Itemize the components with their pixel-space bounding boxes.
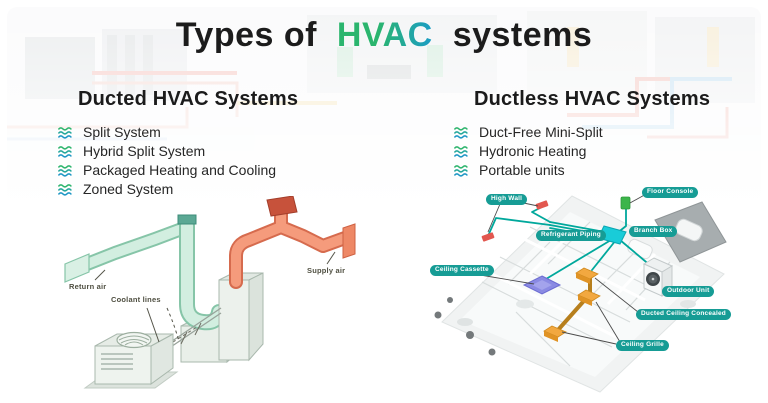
list-item: Packaged Heating and Cooling xyxy=(58,161,298,180)
supply-air-label: Supply air xyxy=(307,266,346,275)
branch-box-label: Branch Box xyxy=(629,226,678,237)
list-item-label: Split System xyxy=(83,124,161,140)
ductless-system-illustration: High Wall Floor Console Refrigerant Pipi… xyxy=(430,182,768,400)
ceiling-grille-label: Ceiling Grille xyxy=(616,340,669,351)
wave-icon xyxy=(58,164,74,177)
return-air-label: Return air xyxy=(69,282,107,291)
ducted-system-art xyxy=(64,195,356,389)
high-wall-label: High Wall xyxy=(486,194,528,205)
ceiling-cassette-label: Ceiling Cassette xyxy=(430,265,494,276)
ductless-section: Ductless HVAC Systems Duct-Free Mini-Spl… xyxy=(454,88,710,180)
wave-icon xyxy=(454,126,470,139)
wave-icon xyxy=(58,126,74,139)
title-prefix: Types of xyxy=(175,16,317,54)
list-item: Split System xyxy=(58,123,298,142)
ductless-list: Duct-Free Mini-Split Hydronic Heating xyxy=(454,123,710,180)
list-item-label: Duct-Free Mini-Split xyxy=(479,124,603,140)
list-item: Zoned System xyxy=(58,180,298,199)
title-suffix: systems xyxy=(452,16,593,54)
title-highlight: HVAC xyxy=(336,16,433,54)
page-title: Types of HVAC systems xyxy=(0,16,768,55)
list-item-label: Hydronic Heating xyxy=(479,143,587,159)
ductless-heading: Ductless HVAC Systems xyxy=(474,88,711,110)
ductless-system-art xyxy=(434,192,727,393)
wave-icon xyxy=(58,145,74,158)
wave-icon xyxy=(454,164,470,177)
refrigerant-piping-label: Refrigerant Piping xyxy=(536,230,606,241)
list-item: Hydronic Heating xyxy=(454,142,710,161)
list-item: Portable units xyxy=(454,161,710,180)
wave-icon xyxy=(454,145,470,158)
coolant-lines-label: Coolant lines xyxy=(111,295,161,304)
ducted-heading: Ducted HVAC Systems xyxy=(78,88,299,110)
list-item: Hybrid Split System xyxy=(58,142,298,161)
list-item: Duct-Free Mini-Split xyxy=(454,123,710,142)
ducted-list: Split System Hybrid Split System xyxy=(58,123,298,199)
wave-icon xyxy=(58,183,74,196)
floor-console-label: Floor Console xyxy=(642,187,699,198)
list-item-label: Hybrid Split System xyxy=(83,143,206,159)
ducted-system-illustration: Return air Coolant lines Supply air xyxy=(55,195,400,401)
outdoor-unit-label: Outdoor Unit xyxy=(662,286,715,297)
list-item-label: Packaged Heating and Cooling xyxy=(83,162,277,178)
ducted-section: Ducted HVAC Systems Split System xyxy=(58,88,298,199)
list-item-label: Zoned System xyxy=(83,181,174,197)
list-item-label: Portable units xyxy=(479,162,565,178)
ducted-ceiling-concealed-label: Ducted Ceiling Concealed xyxy=(636,309,731,320)
